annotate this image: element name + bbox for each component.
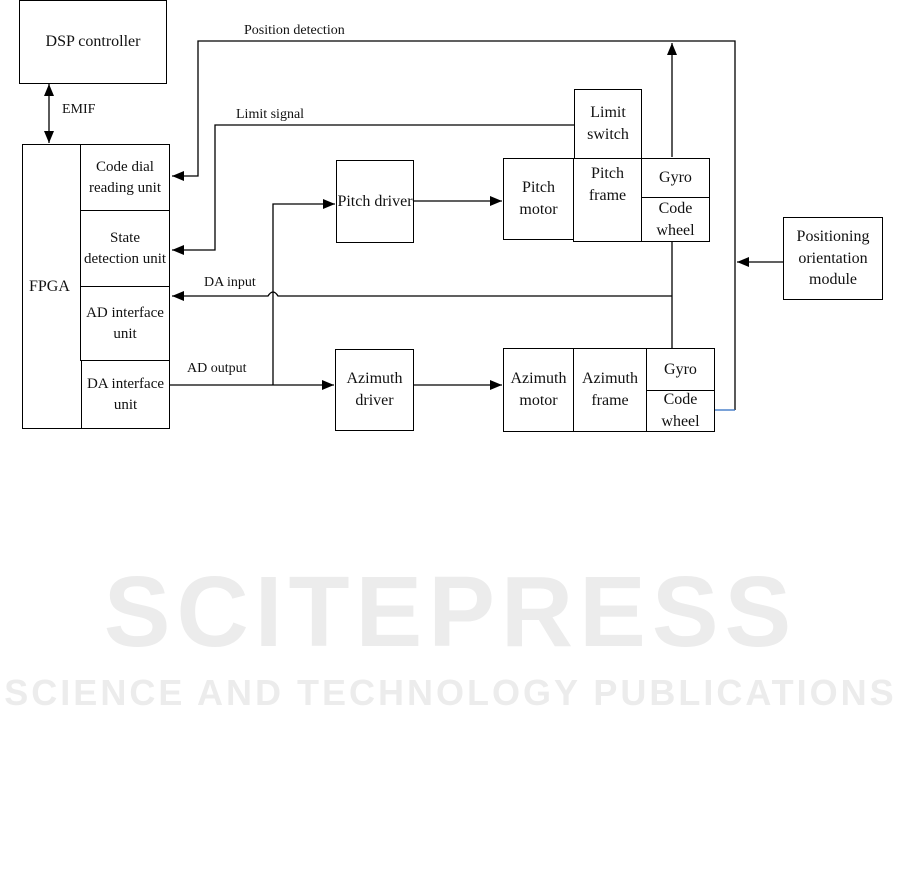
azimuth-driver-box: Azimuth driver [335, 349, 414, 431]
pitch-code-wheel-box: Code wheel [641, 197, 710, 242]
position-detection-label: Position detection [244, 23, 345, 38]
ad-output-label: AD output [187, 361, 247, 376]
azimuth-motor-box: Azimuth motor [503, 348, 574, 432]
pitch-motor-box: Pitch motor [503, 158, 574, 240]
pitch-gyro-box: Gyro [641, 158, 710, 198]
to-pitch-driver [272, 199, 335, 385]
limit-signal-label: Limit signal [236, 107, 305, 122]
limit-signal-line [172, 124, 574, 255]
fpga-label: FPGA [29, 277, 70, 295]
ad-interface-unit: AD interface unit [80, 286, 170, 361]
pitch-driver-box: Pitch driver [336, 160, 414, 243]
limit-switch-box: Limit switch [574, 89, 642, 159]
da-input-line [172, 291, 672, 301]
emif-label: EMIF [62, 102, 96, 117]
watermark-title: SCITEPRESS [103, 556, 798, 668]
position-detection-line [172, 40, 736, 410]
azimuth-gyro-box: Gyro [646, 348, 715, 391]
da-interface-unit: DA interface unit [81, 360, 170, 429]
code-dial-reading-unit: Code dial reading unit [80, 144, 170, 211]
state-detection-unit: State detection unit [80, 210, 170, 287]
azimuth-frame-box: Azimuth frame [573, 348, 647, 432]
pitch-frame-box: Pitch frame [573, 158, 642, 242]
da-input-label: DA input [204, 275, 256, 290]
dsp-controller-box: DSP controller [19, 0, 167, 84]
azimuth-code-wheel-box: Code wheel [646, 390, 715, 432]
watermark-subtitle: SCIENCE AND TECHNOLOGY PUBLICATIONS [4, 672, 897, 713]
positioning-orientation-module: Positioning orientation module [783, 217, 883, 300]
